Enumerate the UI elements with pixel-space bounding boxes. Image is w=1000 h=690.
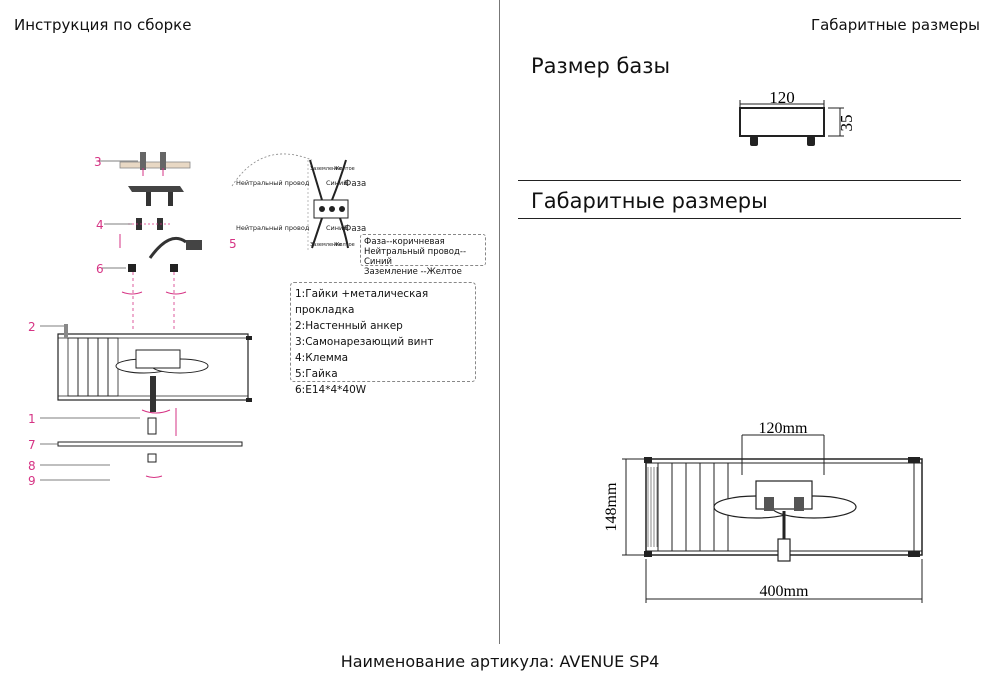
callout-layer: 3 4 6 2 1 7 8 9 (28, 155, 140, 488)
neutral-top-color: Синий (326, 179, 347, 187)
phase-top-label: Фаза (344, 179, 366, 189)
parts-legend-item: 5:Гайка (295, 368, 338, 380)
wire-legend-item: Нейтральный провод--Синий (364, 247, 467, 267)
height-dim-label: 148mm (603, 482, 620, 531)
screw-left (136, 218, 142, 230)
center-nut (777, 538, 791, 562)
neutral-bottom-color: Синий (326, 224, 347, 232)
neutral-top-label: Нейтральный провод (236, 179, 310, 187)
parts-legend-item: 6:E14*4*40W (295, 384, 367, 396)
ground-top-color: Желтое (334, 166, 355, 172)
callout-1: 1 (28, 412, 36, 426)
callout-3: 3 (94, 155, 102, 169)
ground-top-label: Заземление (310, 166, 342, 172)
anchor-right (160, 152, 166, 170)
top-dim-label: 120mm (759, 420, 808, 437)
nut-right (170, 264, 178, 272)
assembly-drawing (57, 152, 252, 478)
ceiling-surface (119, 161, 191, 169)
title-rule-top (518, 180, 961, 181)
base-foot-left (750, 136, 758, 146)
frame-hatching (647, 467, 658, 547)
mounting-bar (128, 186, 184, 192)
parts-legend: 1:Гайки +металическая прокладка 2:Настен… (290, 282, 476, 396)
wiring-diagram: Нейтральный провод Синий Фаза Заземление… (231, 153, 366, 250)
neutral-bottom-label: Нейтральный провод (236, 224, 310, 232)
parts-legend-item: 2:Настенный анкер (295, 320, 403, 332)
base-height-label: 35 (837, 115, 856, 132)
assembly-header: Инструкция по сборке (14, 16, 192, 34)
wall-anchor-pin (64, 324, 68, 338)
title-rule-bottom (518, 218, 961, 219)
terminal-block (186, 240, 202, 250)
callout-7: 7 (28, 438, 36, 452)
base-plate (739, 107, 825, 137)
callout-5: 5 (229, 237, 237, 251)
callout-2: 2 (28, 320, 36, 334)
ground-bottom-color: Желтое (334, 242, 355, 248)
overall-size-title: Габаритные размеры (531, 189, 768, 213)
center-divider (499, 0, 500, 644)
base-size-title: Размер базы (531, 54, 671, 78)
width-dim-label: 400mm (760, 583, 809, 600)
ground-bottom-label: Заземление (310, 242, 342, 248)
callout-9: 9 (28, 474, 36, 488)
wire-legend-item: Заземление --Желтое (364, 267, 462, 277)
nut-left (128, 264, 136, 272)
callout-6: 6 (96, 262, 104, 276)
base-width-label: 120 (769, 88, 795, 107)
dimensions-header: Габаритные размеры (810, 16, 980, 34)
parts-legend-item: 4:Клемма (295, 352, 349, 364)
phase-bottom-label: Фаза (344, 224, 366, 234)
cap-nut (147, 453, 157, 463)
wire-legend-item: Фаза--коричневая (364, 237, 445, 247)
overall-dimension-drawing: 120mm 148mm 400mm (603, 420, 923, 603)
bottom-nut (147, 417, 157, 435)
base-foot-right (807, 136, 815, 146)
article-name: Наименование артикула: AVENUE SP4 (340, 652, 660, 671)
callout-8: 8 (28, 459, 36, 473)
parts-legend-item: 3:Самонарезающий винт (295, 336, 434, 348)
base-dimension-drawing: 120 35 (739, 88, 856, 146)
callout-4: 4 (96, 218, 104, 232)
anchor-left (140, 152, 146, 170)
parts-legend-item: 1:Гайки +металическая прокладка (295, 288, 429, 316)
wire-legend: Фаза--коричневая Нейтральный провод--Син… (360, 234, 486, 277)
lamp-slats (67, 337, 119, 397)
